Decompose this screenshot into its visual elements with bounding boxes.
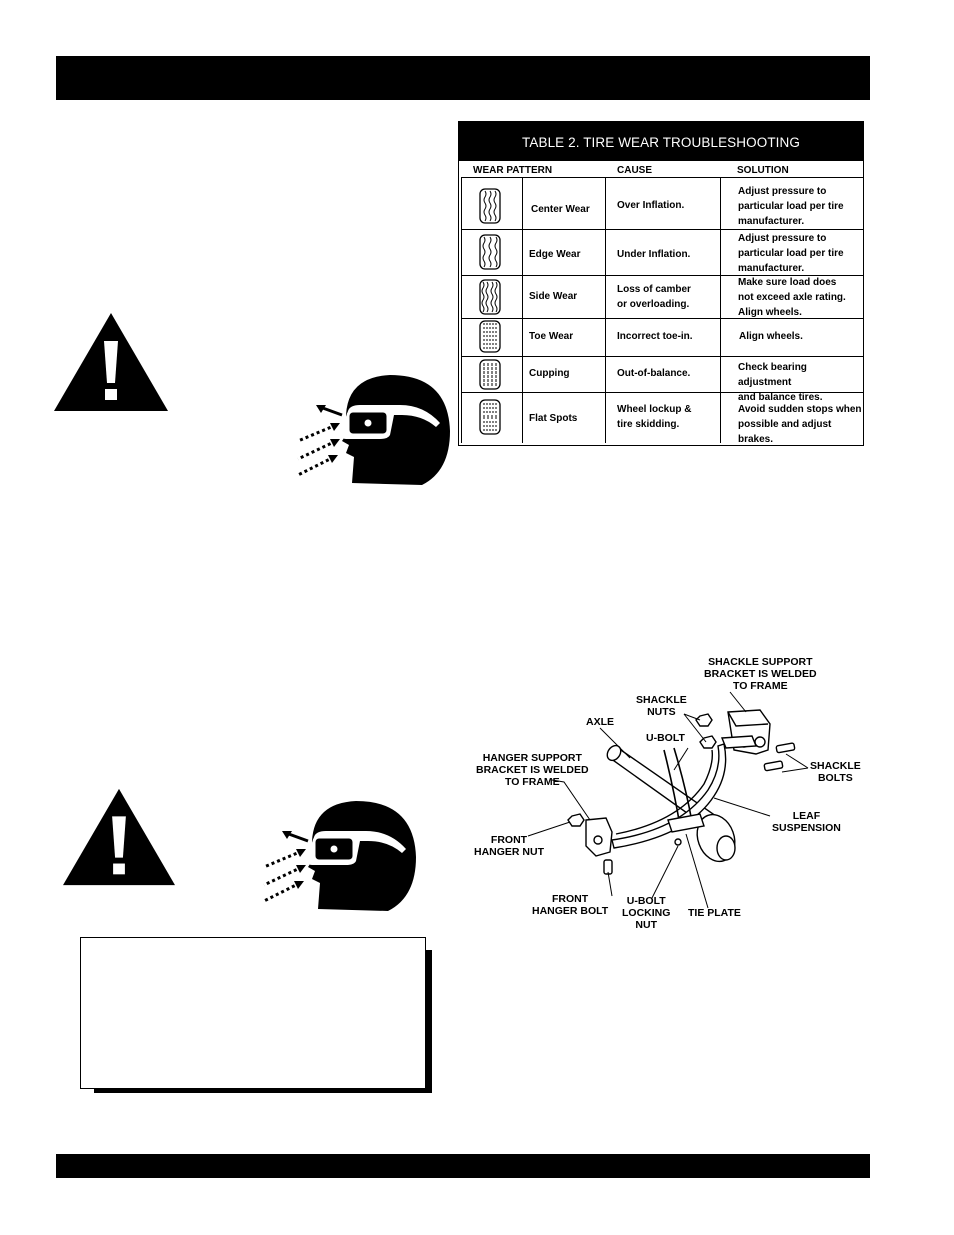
label-u-bolt: U-BOLT — [646, 732, 685, 744]
solution-text: Align wheels. — [739, 331, 803, 342]
tire-wear-table: TABLE 2. TIRE WEAR TROUBLESHOOTING WEAR … — [458, 121, 864, 446]
header-cause: CAUSE — [617, 165, 653, 176]
cause-text: Over Inflation. — [617, 200, 685, 211]
warning-triangle-icon — [54, 313, 168, 411]
table-rule — [461, 392, 863, 393]
pattern-label: Edge Wear — [529, 249, 581, 260]
table-rule — [720, 177, 721, 443]
table-title: TABLE 2. TIRE WEAR TROUBLESHOOTING — [459, 122, 863, 161]
safety-goggles-icon — [297, 375, 450, 485]
pattern-label: Side Wear — [529, 291, 578, 302]
label-tie-plate: TIE PLATE — [688, 907, 741, 919]
suspension-drawing — [527, 691, 809, 909]
table-rule — [461, 229, 863, 230]
flat-spots-tread-icon — [479, 399, 501, 435]
header-bar — [56, 56, 870, 100]
cause-text: Wheel lockup &tire skidding. — [617, 404, 692, 430]
table-rule — [461, 318, 863, 319]
pattern-label: Cupping — [529, 368, 570, 379]
pattern-label: Center Wear — [531, 204, 590, 215]
pattern-label: Toe Wear — [529, 331, 574, 342]
warning-triangle-icon — [63, 788, 175, 886]
table-rule — [461, 275, 863, 276]
header-wear-pattern: WEAR PATTERN — [473, 165, 553, 176]
table-rule — [461, 356, 863, 357]
cause-text: Under Inflation. — [617, 249, 691, 260]
cupping-tread-icon — [479, 359, 501, 390]
pattern-label: Flat Spots — [529, 413, 578, 424]
cause-text: Out-of-balance. — [617, 368, 691, 379]
toe-wear-tread-icon — [479, 320, 501, 353]
table-rule — [605, 177, 606, 443]
label-axle: AXLE — [586, 716, 615, 728]
side-wear-tread-icon — [479, 279, 501, 315]
header-solution: SOLUTION — [737, 165, 789, 176]
footer-bar — [56, 1154, 870, 1178]
note-box — [80, 937, 426, 1089]
table-rule — [461, 177, 863, 178]
table-rule — [461, 177, 462, 443]
safety-goggles-icon — [263, 801, 416, 911]
center-wear-tread-icon — [479, 188, 501, 224]
table-rule — [522, 177, 523, 443]
edge-wear-tread-icon — [479, 234, 501, 270]
cause-text: Incorrect toe-in. — [617, 331, 693, 342]
